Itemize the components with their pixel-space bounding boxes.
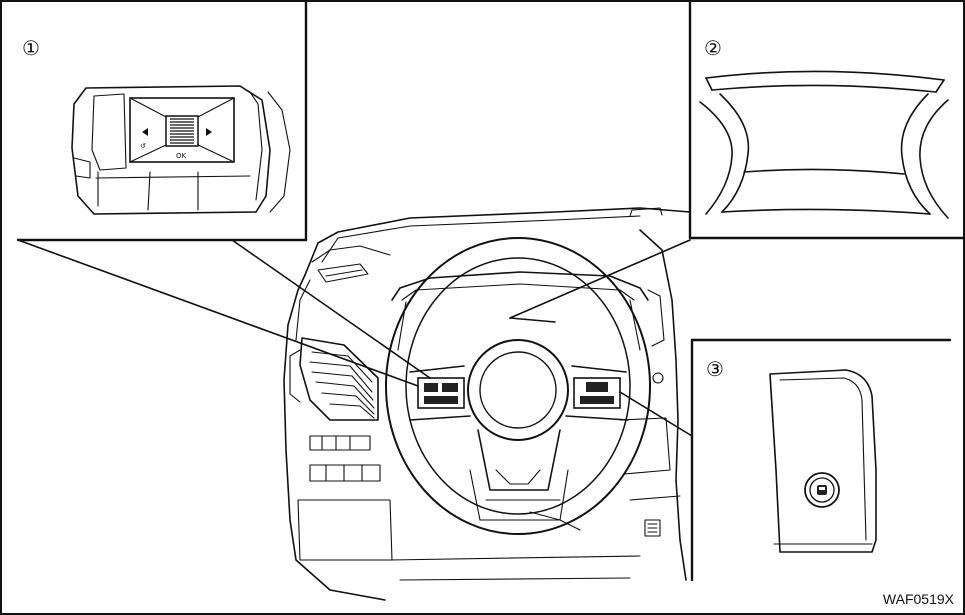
callout-number-2: ② <box>704 36 722 60</box>
switch-ok-label: OK <box>176 152 187 160</box>
left-air-vent <box>289 337 379 421</box>
switch-back-label: ↺ <box>140 142 146 150</box>
dashboard-illustration <box>283 207 691 601</box>
inset-3-start-button: ③ <box>690 338 963 613</box>
callout-number-3: ③ <box>706 357 724 381</box>
inset-2-meter-display: ② <box>688 0 965 240</box>
figure-code: WAF0519X <box>883 591 955 607</box>
callout-number-1: ① <box>22 36 40 60</box>
inset-1-steering-switch: ① ↺ OK <box>2 0 308 242</box>
steering-wheel <box>385 237 651 535</box>
start-stop-button <box>804 472 840 508</box>
